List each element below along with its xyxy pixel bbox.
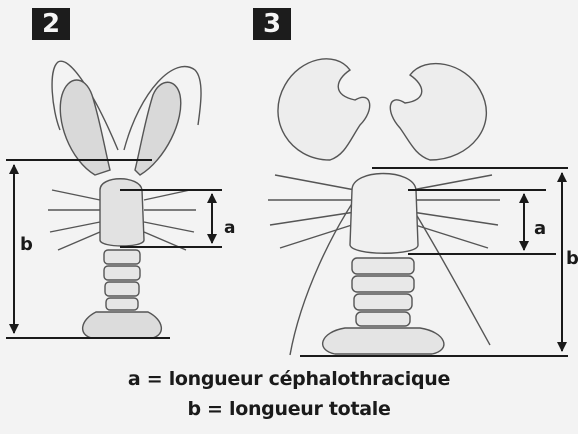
lobster-2-carapace (100, 179, 144, 246)
lobster-3-carapace (350, 174, 418, 254)
legend-a-text: a = longueur céphalothracique (0, 368, 578, 390)
lobster-2-tail-fan (83, 312, 162, 338)
panel-3-measurements (300, 168, 568, 356)
panel-3-a-label: a (534, 218, 546, 239)
lobster-3-right-claw (390, 64, 486, 160)
lobster-3-left-claw (278, 59, 370, 160)
lobster-3-illustration (268, 59, 500, 355)
lobster-2-illustration (48, 61, 201, 338)
lobster-3-tail-fan (323, 328, 444, 354)
panel-2-a-label: a (224, 218, 235, 238)
lobster-2-right-claw (135, 82, 181, 175)
panel-2-b-label: b (20, 234, 33, 255)
legend-b-text: b = longueur totale (0, 398, 578, 420)
panel-3-b-label: b (566, 248, 578, 269)
